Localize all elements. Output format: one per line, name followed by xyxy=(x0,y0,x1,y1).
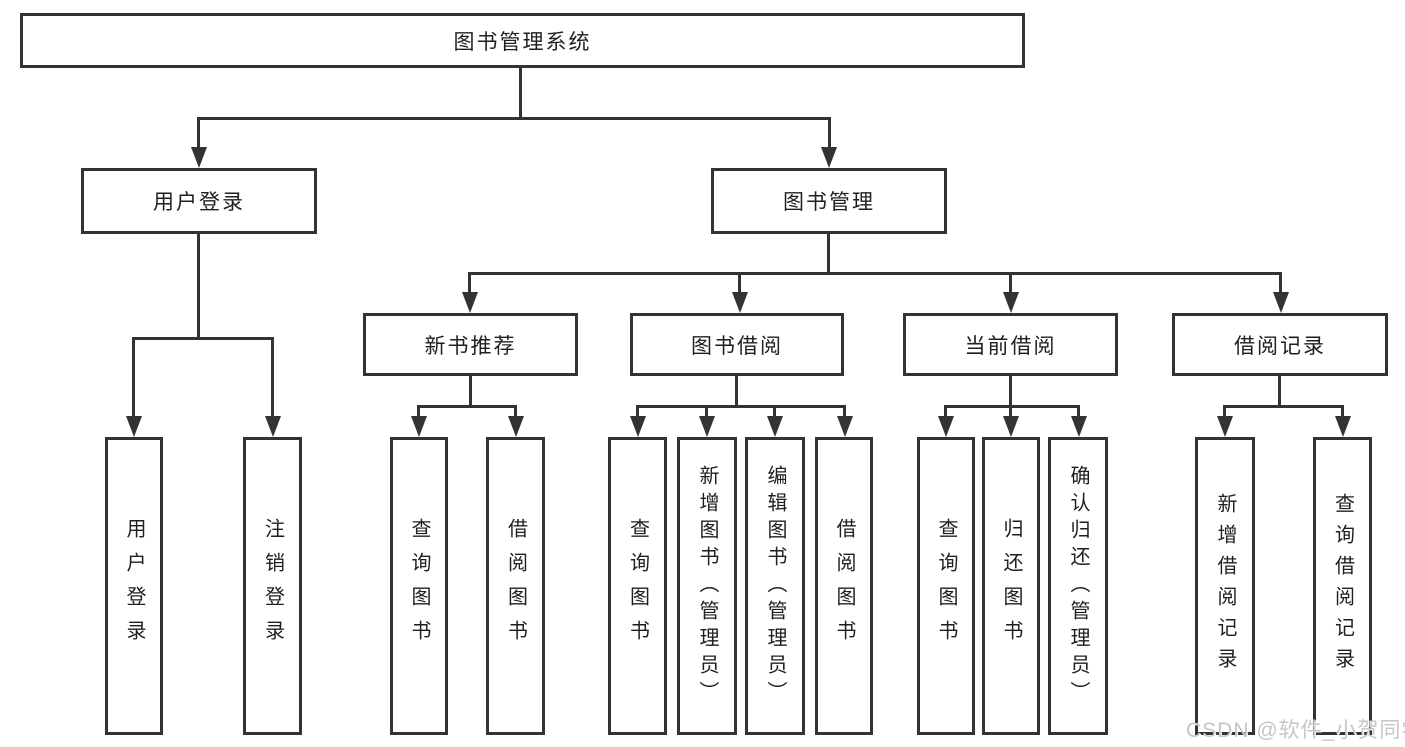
node-borrow-record: 借阅记录 xyxy=(1172,313,1388,376)
node-book-borrow: 图书借阅 xyxy=(630,313,844,376)
arrow-down-icon xyxy=(126,416,142,437)
connector-line xyxy=(197,117,200,151)
connector-line xyxy=(197,117,831,120)
connector-line xyxy=(132,337,274,340)
connector-line xyxy=(944,405,1080,408)
leaf-cb-query-books: 查询图书 xyxy=(917,437,975,735)
leaf-bb-edit-books-admin: 编辑图书（管理员） xyxy=(745,437,805,735)
leaf-label: 新增借阅记录 xyxy=(1214,493,1236,679)
connector-line xyxy=(132,337,135,419)
connector-line xyxy=(1223,405,1226,419)
leaf-cb-confirm-return-admin: 确认归还（管理员） xyxy=(1048,437,1108,735)
leaf-label: 查询借阅记录 xyxy=(1331,493,1354,679)
connector-line xyxy=(1223,405,1344,408)
connector-line xyxy=(828,117,831,151)
leaf-logout: 注销登录 xyxy=(243,437,302,735)
arrow-down-icon xyxy=(508,416,524,437)
connector-line xyxy=(636,405,639,419)
node-label: 用户登录 xyxy=(153,191,245,214)
arrow-down-icon xyxy=(462,292,478,313)
csdn-watermark: CSDN @软件_小贺同学 xyxy=(1186,719,1405,742)
node-label: 图书管理 xyxy=(783,191,875,214)
connector-line xyxy=(469,376,472,405)
node-label: 图书管理系统 xyxy=(453,30,592,54)
connector-line xyxy=(827,234,830,272)
connector-line xyxy=(705,405,708,419)
arrow-down-icon xyxy=(767,416,783,437)
leaf-label: 归还图书 xyxy=(1000,518,1022,654)
leaf-bb-add-books-admin: 新增图书（管理员） xyxy=(677,437,737,735)
leaf-nb-query-books: 查询图书 xyxy=(390,437,448,735)
arrow-down-icon xyxy=(1003,292,1019,313)
connector-line xyxy=(468,272,471,295)
connector-line xyxy=(197,234,200,337)
arrow-down-icon xyxy=(1273,292,1289,313)
connector-line xyxy=(843,405,846,419)
leaf-label: 借阅图书 xyxy=(504,518,527,654)
leaf-br-add-record: 新增借阅记录 xyxy=(1195,437,1255,735)
connector-line xyxy=(1341,405,1344,419)
connector-line xyxy=(738,272,741,295)
connector-line xyxy=(773,405,776,419)
arrow-down-icon xyxy=(411,416,427,437)
connector-line xyxy=(636,405,846,408)
arrow-down-icon xyxy=(837,416,853,437)
leaf-bb-borrow-books: 借阅图书 xyxy=(815,437,873,735)
node-label: 新书推荐 xyxy=(424,334,517,358)
node-current-borrow: 当前借阅 xyxy=(903,313,1118,376)
node-new-book-recommend: 新书推荐 xyxy=(363,313,578,376)
node-label: 借阅记录 xyxy=(1234,334,1326,358)
arrow-down-icon xyxy=(191,147,207,168)
arrow-down-icon xyxy=(265,416,281,437)
connector-line xyxy=(944,405,947,419)
leaf-label: 确认归还（管理员） xyxy=(1067,464,1089,708)
connector-line xyxy=(468,272,1282,275)
connector-line xyxy=(514,405,517,419)
connector-line xyxy=(1279,272,1282,295)
connector-line xyxy=(417,405,517,408)
node-book-management: 图书管理 xyxy=(711,168,947,234)
arrow-down-icon xyxy=(699,416,715,437)
arrow-down-icon xyxy=(630,416,646,437)
leaf-label: 查询图书 xyxy=(626,518,649,654)
leaf-label: 注销登录 xyxy=(261,518,284,654)
node-root-library-system: 图书管理系统 xyxy=(20,13,1025,68)
arrow-down-icon xyxy=(1335,416,1351,437)
arrow-down-icon xyxy=(732,292,748,313)
leaf-label: 新增图书（管理员） xyxy=(696,464,718,708)
arrow-down-icon xyxy=(821,147,837,168)
node-user-login: 用户登录 xyxy=(81,168,317,234)
connector-line xyxy=(1009,272,1012,295)
leaf-label: 编辑图书（管理员） xyxy=(764,464,786,708)
leaf-label: 查询图书 xyxy=(935,518,957,654)
arrow-down-icon xyxy=(1071,416,1087,437)
arrow-down-icon xyxy=(938,416,954,437)
arrow-down-icon xyxy=(1217,416,1233,437)
connector-line xyxy=(271,337,274,419)
connector-line xyxy=(417,405,420,419)
connector-line xyxy=(1009,376,1012,405)
connector-line xyxy=(735,376,738,405)
leaf-label: 用户登录 xyxy=(123,518,145,654)
connector-line xyxy=(1077,405,1080,419)
node-label: 当前借阅 xyxy=(964,334,1057,358)
leaf-bb-query-books: 查询图书 xyxy=(608,437,667,735)
arrow-down-icon xyxy=(1003,416,1019,437)
connector-line xyxy=(1278,376,1281,405)
node-label: 图书借阅 xyxy=(691,334,783,358)
connector-line xyxy=(1009,405,1012,419)
connector-line xyxy=(519,68,522,117)
leaf-label: 查询图书 xyxy=(408,518,430,654)
leaf-label: 借阅图书 xyxy=(833,518,855,654)
leaf-user-login: 用户登录 xyxy=(105,437,163,735)
leaf-br-query-record: 查询借阅记录 xyxy=(1313,437,1372,735)
leaf-cb-return-books: 归还图书 xyxy=(982,437,1040,735)
leaf-nb-borrow-books: 借阅图书 xyxy=(486,437,545,735)
